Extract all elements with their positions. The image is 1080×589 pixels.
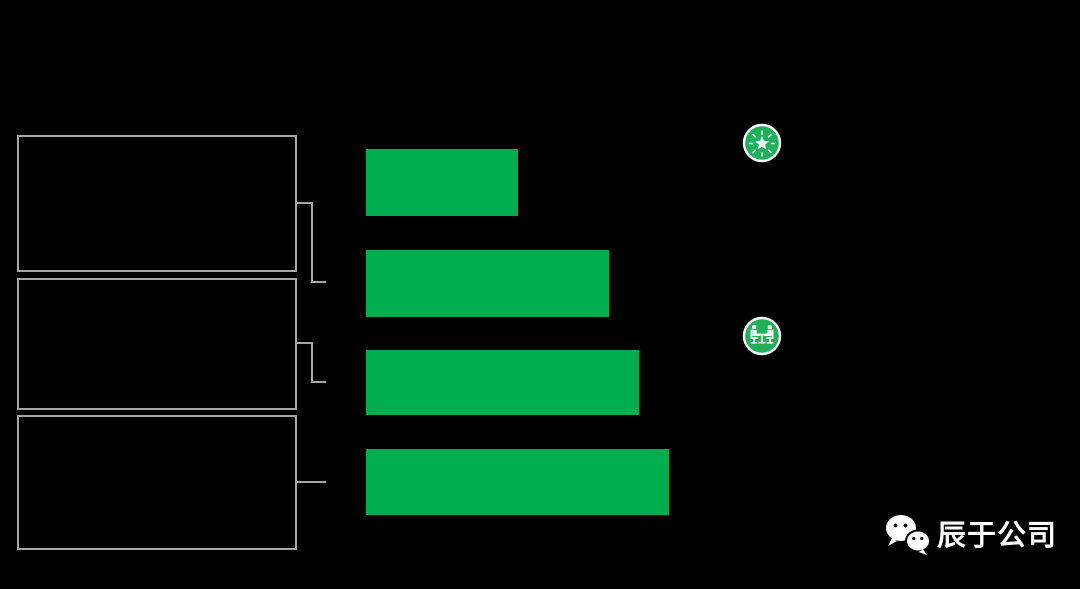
meeting-table-icon — [742, 316, 782, 356]
bar-3 — [366, 350, 639, 415]
bar-1 — [366, 149, 518, 216]
bar-4 — [366, 449, 669, 515]
annotation-box-1 — [17, 135, 297, 272]
annotation-box-3 — [17, 415, 297, 550]
annotation-box-2 — [17, 278, 297, 410]
brand-footer: 辰于公司 — [884, 513, 1057, 559]
wechat-logo-icon — [884, 512, 932, 561]
brand-name: 辰于公司 — [937, 520, 1058, 552]
bar-2 — [366, 250, 609, 317]
sparkle-star-icon — [742, 123, 782, 163]
